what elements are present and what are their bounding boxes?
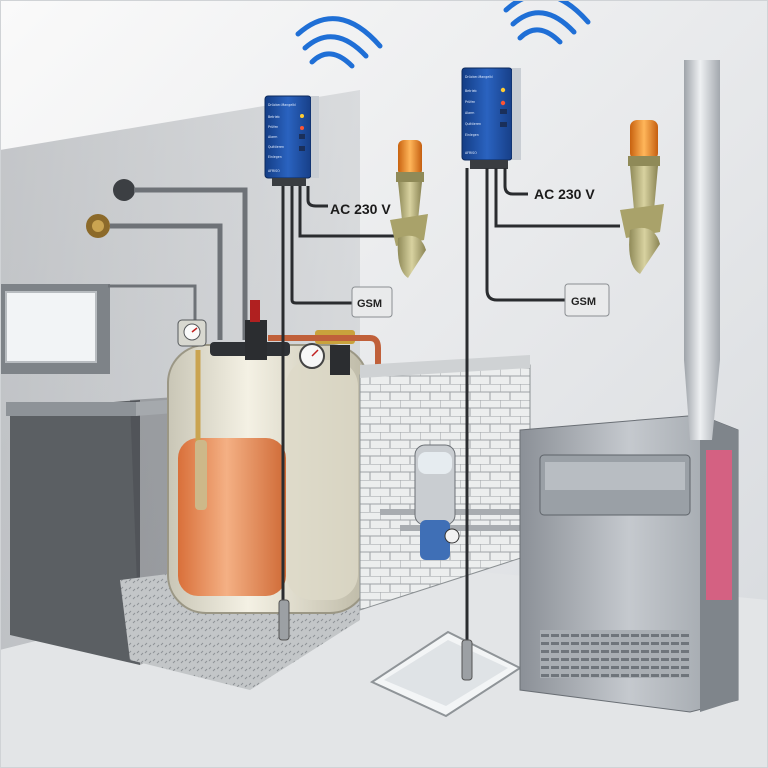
controller-title: Drücker-Mangelkl <box>268 103 296 107</box>
status-led <box>300 114 304 118</box>
leak-detector-controller-right: Drücker-Mangelkl Betrieb Prüfen Alarm Qu… <box>461 67 521 169</box>
heating-boiler <box>519 414 739 713</box>
oil-filter-deaerator <box>380 444 530 560</box>
status-led <box>300 126 304 130</box>
wifi-signal-icon <box>295 16 383 69</box>
wiring-left <box>281 186 395 625</box>
level-indicator-gauge <box>177 319 207 347</box>
warning-beacon-icon <box>398 140 422 176</box>
warning-beacon-icon <box>630 120 658 160</box>
oil-fill-level <box>178 438 286 596</box>
controller-row-label: Prüfen <box>465 100 475 104</box>
power-supply-label-right: AC 230 V <box>534 186 595 202</box>
tray-leak-sensor-right <box>461 639 473 681</box>
acknowledge-button[interactable] <box>299 146 305 151</box>
wifi-signal-icon <box>503 0 591 45</box>
chimney-flue <box>684 60 720 440</box>
controller-row-label: Einlegen <box>268 155 282 159</box>
gsm-label-left: GSM <box>357 298 382 310</box>
controller-row-label: Alarm <box>465 111 474 115</box>
power-supply-label-left: AC 230 V <box>330 201 391 217</box>
fill-pipe-brass <box>86 214 223 340</box>
controller-row-label: Prüfen <box>268 125 278 129</box>
controller-row-label: Einlegen <box>465 133 479 137</box>
controller-row-label: Betrieb <box>268 115 280 119</box>
vent-line <box>108 284 197 320</box>
controller-row-label: Betrieb <box>465 89 477 93</box>
gsm-label-right: GSM <box>571 296 596 308</box>
controller-brand: AFRISO <box>268 169 280 173</box>
wiring-right <box>465 168 620 655</box>
vent-pipe-upper <box>113 179 248 340</box>
level-sensor-probe <box>195 440 207 510</box>
alarm-horn-beacon-left <box>390 140 428 278</box>
controller-brand: AFRISO <box>465 151 477 155</box>
controller-title: Drücker-Mangelkl <box>465 75 493 79</box>
tank-leak-sensor-left <box>278 599 290 641</box>
acknowledge-button[interactable] <box>500 122 507 127</box>
basement-window <box>0 284 110 374</box>
test-button[interactable] <box>299 134 305 139</box>
controller-row-label: Quittieren <box>268 145 284 149</box>
gsm-module-right: GSM <box>564 283 610 317</box>
gsm-module-left: GSM <box>351 286 393 318</box>
boiler-vent-grille <box>540 630 690 678</box>
status-led <box>500 87 506 93</box>
alarm-horn-beacon-right <box>620 120 664 274</box>
tank-valve-fittings <box>245 300 355 375</box>
leak-detector-controller-left: Drücker-Mangelkl Betrieb Prüfen Alarm Qu… <box>264 95 319 186</box>
pressure-gauge-icon <box>299 343 325 369</box>
controller-row-label: Quittieren <box>465 122 481 126</box>
controller-row-label: Alarm <box>268 135 277 139</box>
test-button[interactable] <box>500 109 507 114</box>
status-led <box>500 100 506 106</box>
